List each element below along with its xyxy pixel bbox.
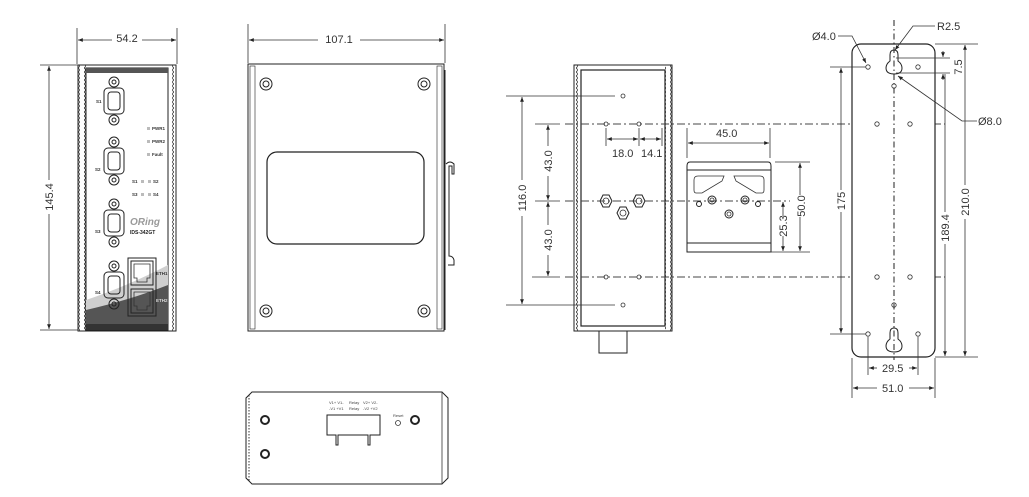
svg-text:S3: S3 [95,229,101,234]
serial-port-s3: S3 [95,198,125,248]
svg-text:ETH2: ETH2 [156,298,168,303]
svg-text:V2+ V2-: V2+ V2- [363,400,378,405]
model-label: IDS-342GT [130,230,155,236]
svg-text:S4: S4 [95,290,101,295]
dim-51-label: 51.0 [882,383,903,395]
serial-port-s2: S2 [95,136,125,186]
rear-dim-43-bottom: 43.0 [543,229,555,250]
top-view: Reset V1+ V1- Relay V2+ V2- -V1 +V1 Rela… [245,391,449,485]
slot-length-label: 7.5 [953,59,965,74]
radius-label: R2.5 [937,21,960,33]
rear-dim-18: 18.0 [612,148,633,160]
svg-text:S1: S1 [96,99,102,104]
svg-text:Relay: Relay [349,400,359,405]
front-width-label: 54.2 [116,33,137,45]
side-width-label: 107.1 [325,34,353,46]
svg-text:S4: S4 [153,192,159,197]
rear-dim-43-top: 43.0 [543,150,555,171]
svg-text:S3: S3 [132,192,138,197]
terminal-block [326,414,381,446]
svg-text:S2: S2 [95,167,101,172]
wall-mount-plate: Ø4.0 R2.5 Ø8.0 7.5 175 189.4 210.0 [812,20,1002,398]
svg-text:-V1 +V1: -V1 +V1 [329,406,344,411]
front-height-label: 145.4 [44,183,56,211]
serial-port-s4: S4 [95,260,125,310]
svg-text:Fault: Fault [152,152,163,157]
side-view: 107.1 [247,24,455,332]
svg-text:-V2 +V2: -V2 +V2 [363,406,378,411]
din-center-label: 25.3 [778,215,790,236]
svg-text:PWR2: PWR2 [152,139,165,144]
svg-text:V1+ V1-: V1+ V1- [329,400,344,405]
serial-port-s1: S1 [96,76,125,126]
din-width-label: 45.0 [716,128,737,140]
ethernet-ports: ETH1 ETH2 [127,257,168,317]
din-clip-profile [445,161,455,266]
dim-175-label: 175 [836,192,848,210]
status-leds: PWR1 PWR2 Fault S1 S2 S3 S4 [132,126,165,197]
brand-logo: ORing [130,217,160,228]
hole-dia-label: Ø4.0 [812,31,836,43]
svg-text:PWR1: PWR1 [152,126,165,131]
rear-dim-116: 116.0 [517,185,529,212]
svg-text:S1: S1 [132,179,138,184]
rear-dim-14: 14.1 [641,148,662,160]
reset-label: Reset [393,413,404,418]
front-view: 54.2 145.4 S1 S2 [40,28,178,332]
dim-29-label: 29.5 [882,363,903,375]
svg-text:Relay: Relay [349,406,359,411]
din-clip: 45.0 50.0 25.3 [686,128,810,253]
dim-210-label: 210.0 [960,188,972,216]
svg-text:S2: S2 [153,179,159,184]
keyhole-dia-label: Ø8.0 [978,116,1002,128]
rear-view: 116.0 43.0 43.0 18.0 14.1 [506,64,945,354]
svg-text:ETH1: ETH1 [156,271,168,276]
dim-189-label: 189.4 [940,214,952,242]
din-height-label: 50.0 [796,195,808,216]
